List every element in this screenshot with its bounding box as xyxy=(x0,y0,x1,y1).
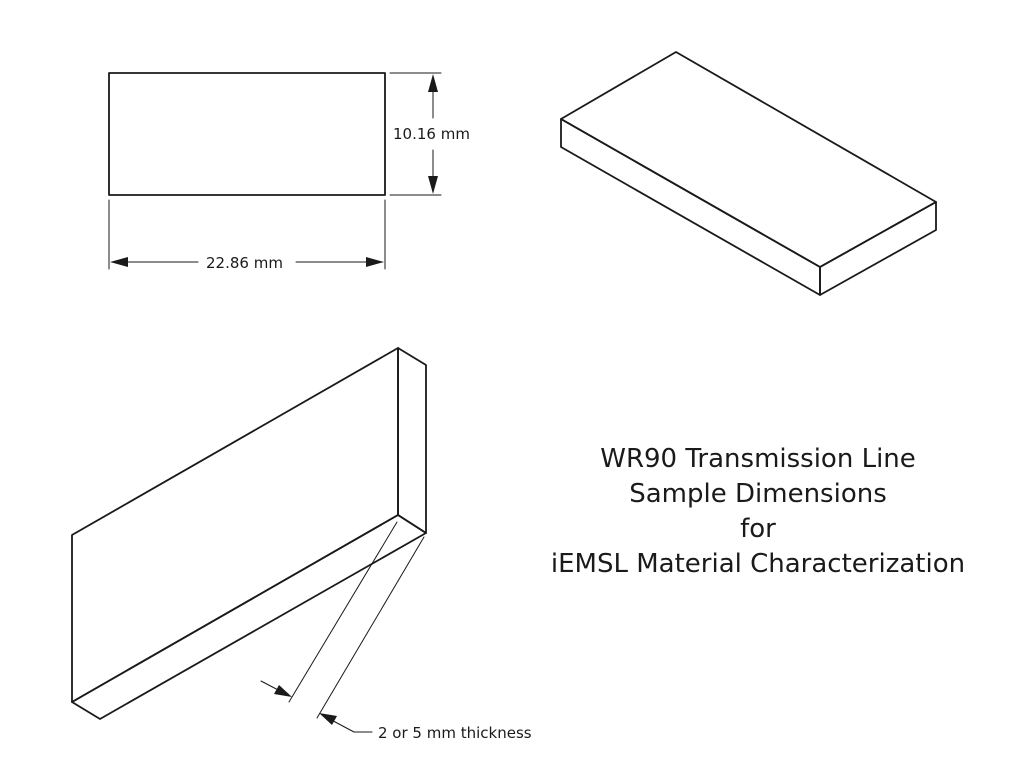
height-dimension-label: 10.16 mm xyxy=(393,125,470,143)
slab-side-face xyxy=(819,201,937,296)
isometric-view-flat xyxy=(560,51,937,296)
width-arrow-left xyxy=(110,257,128,267)
slab-edge-face-right xyxy=(397,347,427,534)
isometric-view-standing: 2 or 5 mm thickness xyxy=(71,347,532,742)
width-dimension-label: 22.86 mm xyxy=(206,254,283,272)
thickness-dimension-label: 2 or 5 mm thickness xyxy=(378,724,532,742)
height-arrow-bottom xyxy=(428,176,438,194)
title-block: WR90 Transmission Line Sample Dimensions… xyxy=(530,442,986,582)
title-line-2: Sample Dimensions xyxy=(629,479,887,509)
width-arrow-right xyxy=(366,257,384,267)
front-view-rectangle xyxy=(108,72,386,196)
slab-top-face xyxy=(560,51,937,268)
thickness-arrow-2 xyxy=(319,713,337,725)
slab-edge-face-bottom xyxy=(71,514,427,720)
front-view: 10.16 mm 22.86 mm xyxy=(108,72,470,272)
thickness-extension-line-1 xyxy=(288,521,398,703)
slab-front-face xyxy=(560,118,821,296)
thickness-arrow-1 xyxy=(274,685,292,697)
title-line-3: for xyxy=(740,514,776,544)
slab-large-face xyxy=(71,347,399,703)
height-arrow-top xyxy=(428,74,438,92)
title-line-1: WR90 Transmission Line xyxy=(600,444,916,474)
thickness-extension-line-2 xyxy=(316,536,425,719)
title-line-4: iEMSL Material Characterization xyxy=(550,549,966,579)
